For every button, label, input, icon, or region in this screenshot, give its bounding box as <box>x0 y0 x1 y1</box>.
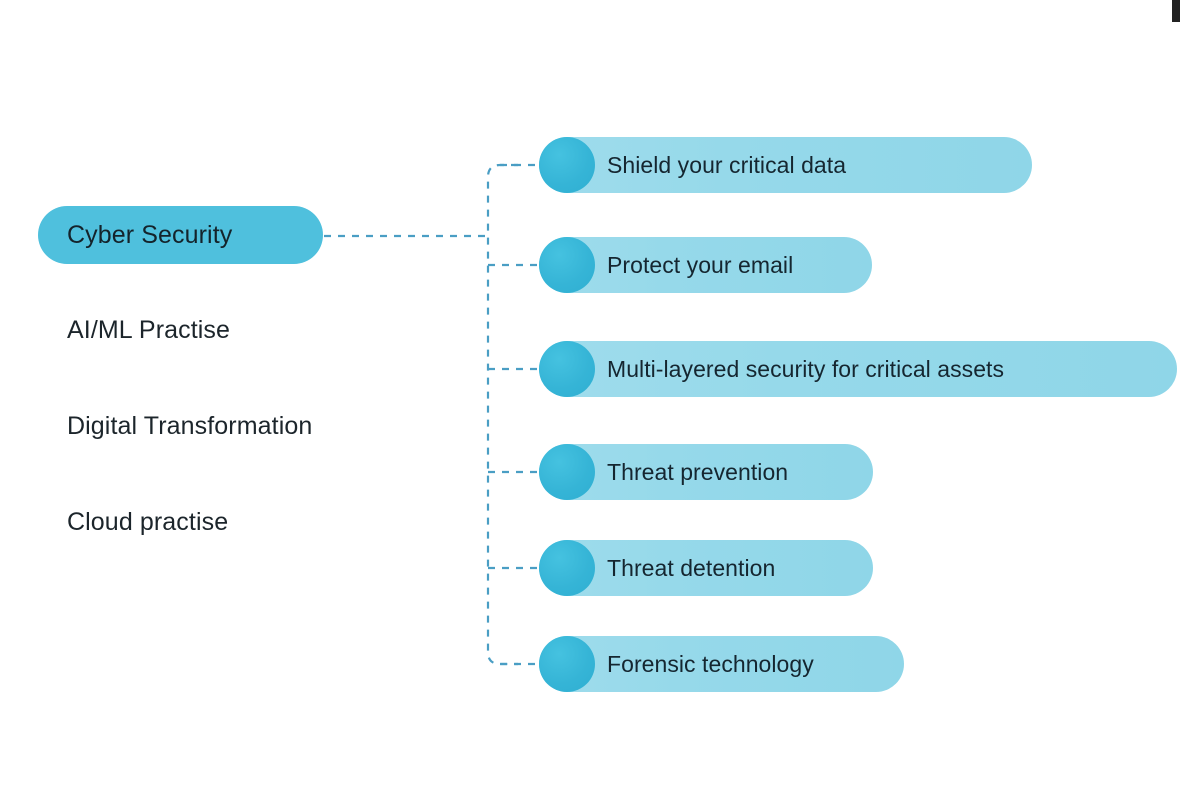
node-label: Multi-layered security for critical asse… <box>607 355 1005 382</box>
node-label: Threat detention <box>607 554 776 581</box>
circle-node-icon <box>539 636 595 692</box>
sidebar-item-ai-ml-practise[interactable]: AI/ML Practise <box>67 313 230 347</box>
node-threat-prevention[interactable]: Threat prevention <box>539 444 873 500</box>
node-label: Forensic technology <box>607 650 814 677</box>
node-shield-your-critical-data[interactable]: Shield your critical data <box>539 137 1032 193</box>
node-threat-detention[interactable]: Threat detention <box>539 540 873 596</box>
node-multi-layered-security-for-critical-assets[interactable]: Multi-layered security for critical asse… <box>539 341 1177 397</box>
circle-node-icon <box>539 237 595 293</box>
sidebar-item-label: AI/ML Practise <box>67 315 231 344</box>
node-label: Shield your critical data <box>607 151 847 178</box>
sidebar-item-cloud-practise[interactable]: Cloud practise <box>67 505 228 539</box>
node-label: Threat prevention <box>607 458 789 485</box>
node-protect-your-email[interactable]: Protect your email <box>539 237 872 293</box>
sidebar-item-cyber-security[interactable]: Cyber Security <box>38 206 323 264</box>
sidebar-item-digital-transformation[interactable]: Digital Transformation <box>67 409 312 443</box>
sidebar-item-label: Cloud practise <box>67 507 229 536</box>
circle-node-icon <box>539 444 595 500</box>
sidebar-item-label: Cyber Security <box>67 220 233 249</box>
circle-node-icon <box>539 341 595 397</box>
node-forensic-technology[interactable]: Forensic technology <box>539 636 904 692</box>
circle-node-icon <box>539 137 595 193</box>
corner-mark <box>1172 0 1180 22</box>
node-label: Protect your email <box>607 251 794 278</box>
connector-trunk <box>486 163 518 666</box>
circle-node-icon <box>539 540 595 596</box>
sidebar-item-label: Digital Transformation <box>67 411 313 440</box>
